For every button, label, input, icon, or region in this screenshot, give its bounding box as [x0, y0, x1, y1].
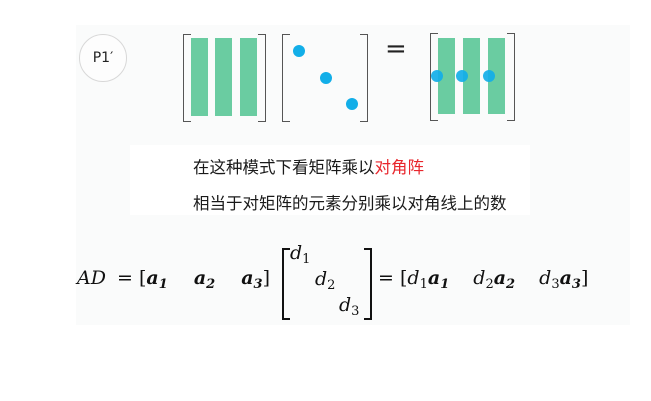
- left-bracket-icon: [282, 34, 290, 122]
- caption-box: [130, 145, 530, 215]
- column-bar: [191, 38, 208, 116]
- diag-d3: d3: [339, 294, 360, 319]
- formula: AD = [a1 a2 a3] d1 d2 d3 = [d1a1 d2a2 d3…: [77, 242, 637, 322]
- page-badge: P1′: [79, 34, 127, 82]
- caption-line-1-text: 在这种模式下看矩阵乘以: [193, 158, 375, 177]
- diagonal-dot-icon: [293, 45, 305, 57]
- scaled-dot-icon: [456, 70, 468, 82]
- formula-eq: =: [117, 267, 133, 289]
- column-bar: [438, 38, 455, 114]
- column-bar: [215, 38, 232, 116]
- diagonal-dot-icon: [346, 98, 358, 110]
- right-bracket-icon: [258, 34, 266, 122]
- column-bar: [240, 38, 257, 116]
- right-big-bracket-icon: [364, 248, 372, 320]
- left-big-bracket-icon: [282, 248, 290, 320]
- formula-lhs: AD: [77, 267, 106, 289]
- left-bracket-icon: [430, 33, 438, 121]
- column-bar: [488, 38, 505, 114]
- right-bracket-icon: [507, 33, 515, 121]
- column-bar: [463, 38, 480, 114]
- result-row: [d1a1 d2a2 d3a3]: [400, 267, 589, 292]
- diagonal-dot-icon: [320, 72, 332, 84]
- diag-d2: d2: [315, 268, 336, 293]
- caption-line-1: 在这种模式下看矩阵乘以对角阵: [193, 154, 424, 178]
- page-badge-label: P1′: [92, 50, 114, 66]
- scaled-dot-icon: [431, 70, 443, 82]
- caption-line-2: 相当于对矩阵的元素分别乘以对角线上的数: [193, 194, 507, 213]
- equals-sign: =: [385, 34, 407, 64]
- caption-highlight: 对角阵: [374, 158, 425, 177]
- formula-eq-2: =: [378, 267, 394, 289]
- diag-d1: d1: [290, 242, 311, 267]
- left-bracket-icon: [183, 34, 191, 122]
- column-vector-row: [a1 a2 a3]: [139, 267, 271, 292]
- scaled-dot-icon: [483, 70, 495, 82]
- right-bracket-icon: [360, 34, 368, 122]
